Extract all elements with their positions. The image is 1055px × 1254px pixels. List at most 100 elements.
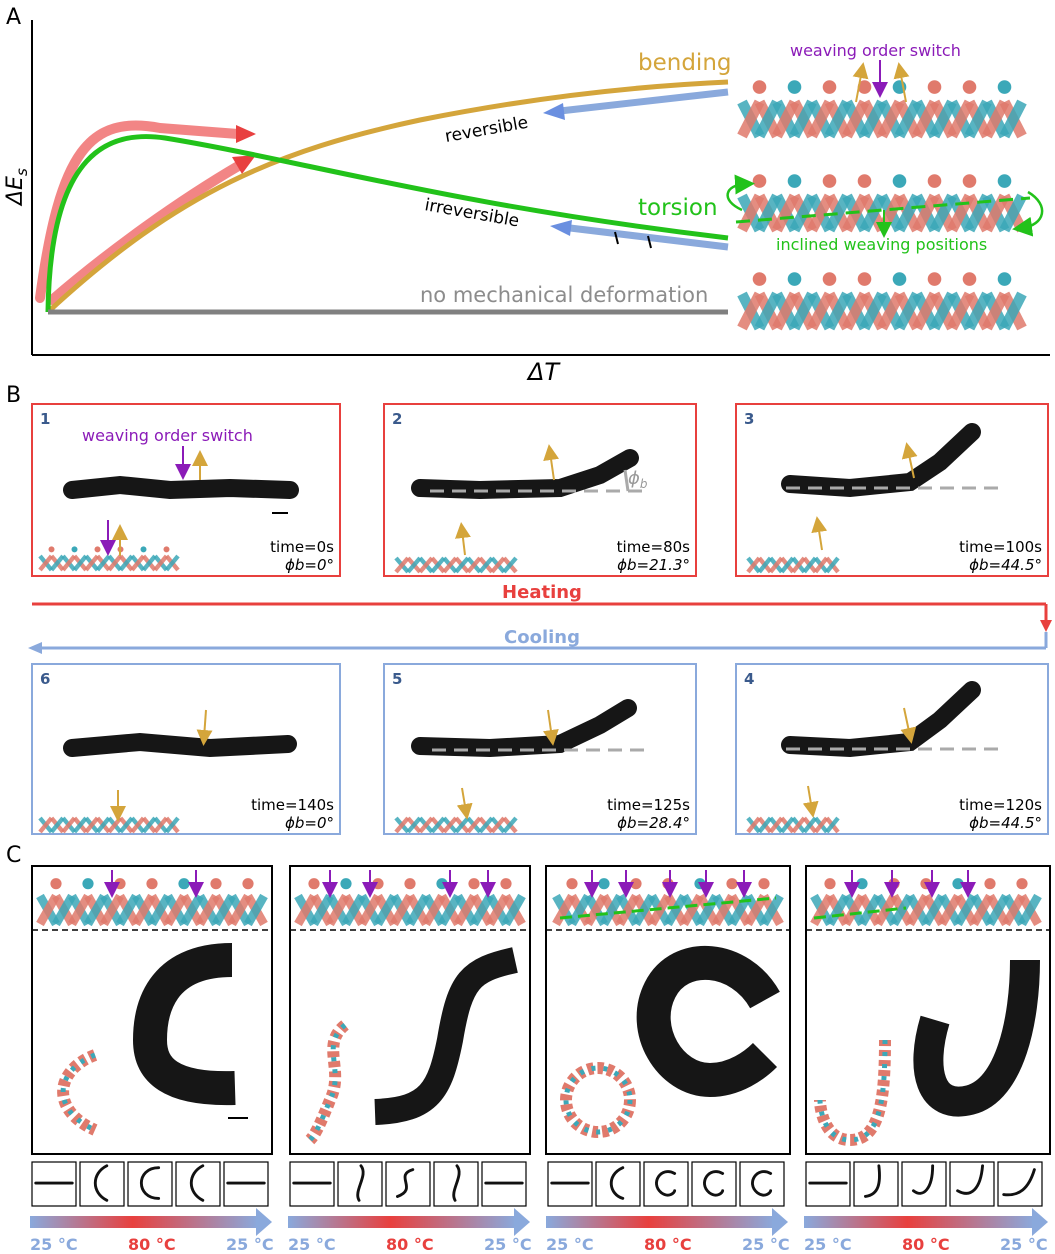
thumbnail-shape <box>93 1164 109 1202</box>
angle-label: ϕb=21.3° <box>617 556 690 574</box>
thumbnail-shape <box>864 1164 881 1198</box>
angle-label: ϕb=44.5° <box>969 814 1042 832</box>
strand <box>394 816 410 834</box>
torsion-curve <box>45 134 729 313</box>
strand <box>36 893 60 927</box>
weave-schematic-torsion <box>737 174 1027 233</box>
strand <box>326 893 350 927</box>
temperature-bar: 25 °C 80 °C 25 °C <box>30 1208 274 1254</box>
strand <box>342 893 366 927</box>
weaving-position-dot <box>962 272 977 286</box>
strand <box>680 893 704 927</box>
strand <box>825 556 840 574</box>
strand <box>141 816 157 834</box>
strand <box>478 556 494 574</box>
strand <box>390 893 414 927</box>
temp-start: 25 °C <box>30 1235 78 1254</box>
strand <box>802 556 818 574</box>
temperature-bar: 25 °C 80 °C 25 °C <box>288 1208 532 1254</box>
thumbnail-shape <box>189 1164 205 1202</box>
strand <box>890 893 914 927</box>
frame-number: 3 <box>744 410 754 428</box>
strand <box>141 554 157 572</box>
strand <box>196 893 220 927</box>
weaving-position-dot <box>787 174 802 188</box>
frame-number: 4 <box>744 670 754 688</box>
robot-shape-c <box>132 943 236 1106</box>
shape-j-panel <box>805 865 1051 1155</box>
frame-6: 6 time=140s ϕb=0° <box>31 663 341 835</box>
torsion-label: torsion <box>638 195 718 221</box>
thumbnail-shape <box>396 1168 415 1198</box>
weaving-position-dot <box>892 174 907 188</box>
thumbnail-frame <box>691 1161 737 1207</box>
strand <box>148 893 172 927</box>
weaving-position-dot <box>927 80 942 94</box>
irreversible-arrowhead <box>550 220 572 236</box>
weaving-position-dot <box>927 174 942 188</box>
strand <box>490 816 506 834</box>
angle-label: ϕb=0° <box>285 556 334 574</box>
weaving-position-dot <box>340 878 352 890</box>
weaving-position-dot <box>566 878 578 890</box>
strand <box>394 556 410 574</box>
weaving-position-dot <box>824 878 836 890</box>
weaving-position-dot <box>857 272 872 286</box>
thumbnail-shape <box>655 1170 677 1197</box>
strand <box>954 893 978 927</box>
strand <box>132 893 156 927</box>
inclined-dashed-line <box>559 896 777 920</box>
panel-a-letter: A <box>6 5 21 30</box>
temperature-bar: 25 °C 80 °C 25 °C <box>546 1208 790 1254</box>
weaving-position-dot <box>857 80 872 94</box>
heating-arrow-lower <box>47 160 245 305</box>
strand <box>438 893 462 927</box>
strand <box>632 893 656 927</box>
strand <box>153 816 169 834</box>
tick-mark <box>614 231 619 245</box>
weaving-position-dot <box>94 546 101 553</box>
strand <box>470 893 494 927</box>
strand <box>616 893 640 927</box>
weaving-position-dot <box>787 272 802 286</box>
strand <box>61 554 77 572</box>
angle-symbol: ϕb <box>628 468 648 491</box>
robot-photo <box>63 475 299 500</box>
tick-mark <box>647 235 652 249</box>
time-label: time=0s <box>270 538 334 556</box>
weaving-position-dot <box>436 878 448 890</box>
thumbnail-shape <box>452 1164 461 1202</box>
weaving-position-dot <box>822 174 837 188</box>
strand <box>746 816 761 834</box>
strand <box>406 816 422 834</box>
strand <box>999 193 1027 233</box>
time-label: time=140s <box>251 796 334 814</box>
bend-direction-arrow <box>893 62 910 103</box>
strand <box>442 556 458 574</box>
panel-c-letter: C <box>6 843 21 868</box>
weaving-position-dot <box>997 272 1012 286</box>
weaving-position-dot <box>178 878 190 890</box>
weaving-position-dot <box>927 272 942 286</box>
strand <box>502 556 518 574</box>
bending-curve <box>46 79 729 314</box>
weaving-position-dot <box>888 878 900 890</box>
heating-label: Heating <box>502 582 582 603</box>
weaving-position-dot <box>48 546 55 553</box>
strand <box>813 556 829 574</box>
weaving-position-dot <box>1016 878 1028 890</box>
strand <box>454 556 470 574</box>
inclined-positions-label: inclined weaving positions <box>776 235 987 254</box>
strand <box>52 893 76 927</box>
schematic-curve <box>814 1039 891 1147</box>
thumbnail-frame <box>643 1161 689 1207</box>
temp-peak: 80 °C <box>644 1235 692 1254</box>
weaving-position-dot <box>500 878 512 890</box>
bending-label: bending <box>638 50 732 76</box>
strand <box>768 816 784 834</box>
temp-end: 25 °C <box>742 1235 790 1254</box>
thumbnail-frame <box>901 1161 947 1207</box>
weaving-position-dot <box>308 878 320 890</box>
thumbnail-frame <box>739 1161 785 1207</box>
weaving-position-dot <box>758 878 770 890</box>
